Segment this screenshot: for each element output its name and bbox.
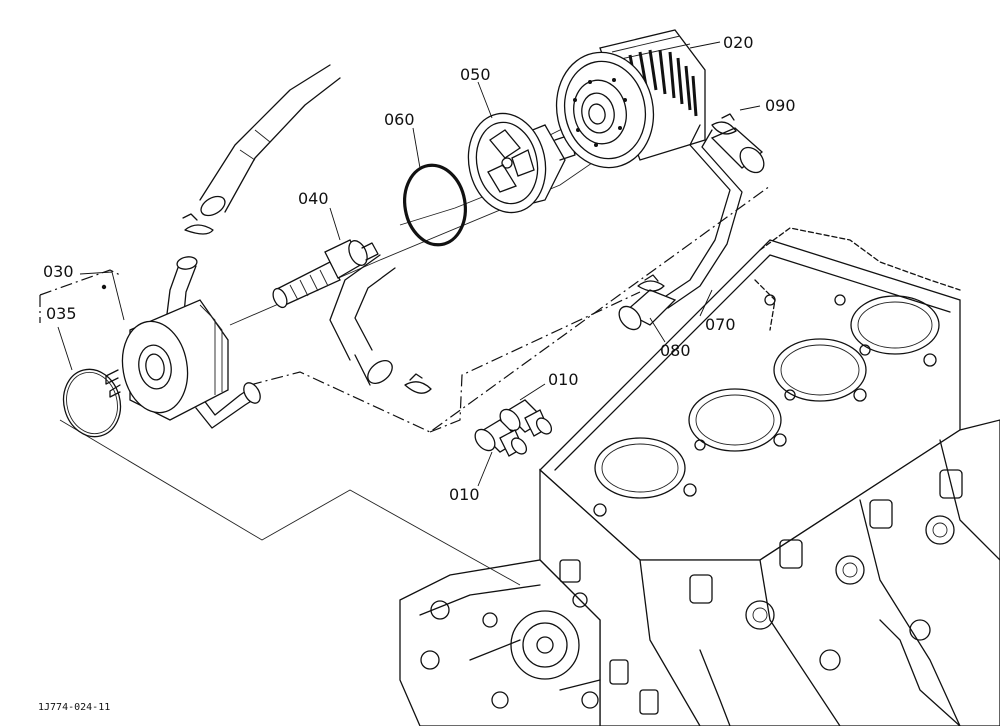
upper-hose bbox=[182, 64, 341, 235]
lower-hose bbox=[329, 254, 432, 394]
hose-clamp-080 bbox=[618, 274, 677, 331]
oil-cooler bbox=[105, 256, 261, 429]
connector-040 bbox=[272, 239, 379, 309]
callout-labels: 020 050 060 040 090 070 080 010 010 030 … bbox=[38, 33, 796, 713]
engine-block bbox=[399, 227, 1000, 726]
callout-010-lower: 010 bbox=[449, 485, 480, 504]
o-ring-035 bbox=[62, 368, 122, 438]
filter-bracket-050 bbox=[467, 112, 576, 214]
callout-010-upper: 010 bbox=[548, 370, 579, 389]
fitting-010-upper bbox=[499, 399, 553, 437]
callout-050: 050 bbox=[460, 65, 491, 84]
callout-070: 070 bbox=[705, 315, 736, 334]
hose-clamp-090 bbox=[710, 113, 765, 174]
callout-080: 080 bbox=[660, 341, 691, 360]
callout-035: 035 bbox=[46, 304, 77, 323]
callout-040: 040 bbox=[298, 189, 329, 208]
o-ring-060 bbox=[403, 163, 467, 247]
oil-filter-020 bbox=[555, 29, 706, 169]
callout-030: 030 bbox=[43, 262, 74, 281]
callout-090: 090 bbox=[765, 96, 796, 115]
drawing-code: 1J774-024-11 bbox=[38, 702, 110, 713]
oil-pipe-070 bbox=[659, 124, 743, 309]
leader-lines bbox=[57, 41, 761, 487]
callout-020: 020 bbox=[723, 33, 754, 52]
fitting-010-lower bbox=[474, 419, 528, 457]
callout-060: 060 bbox=[384, 110, 415, 129]
